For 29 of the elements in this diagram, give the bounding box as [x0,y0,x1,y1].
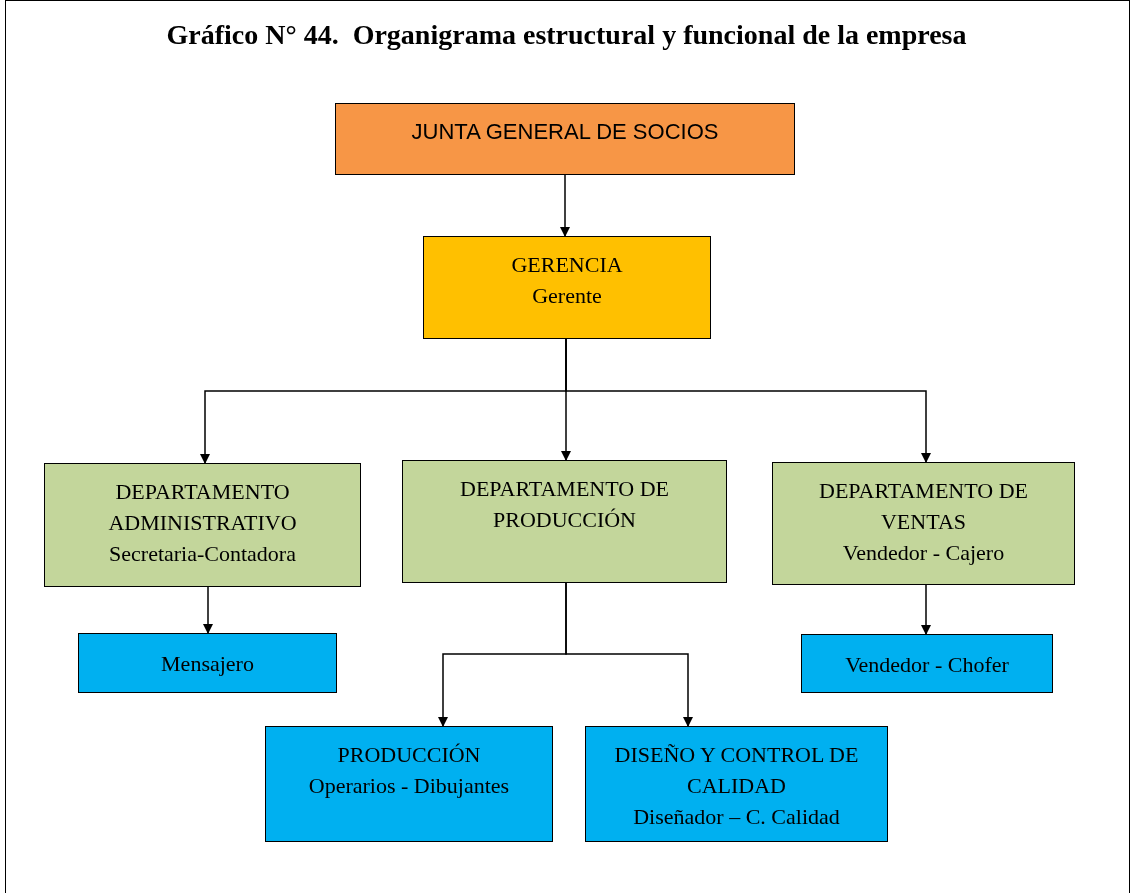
box-title: DISEÑO Y CONTROL DE CALIDAD [613,741,860,800]
box-title: GERENCIA [510,251,624,279]
box-subtitle: Vendedor - Cajero [841,539,1006,567]
box-title: DEPARTAMENTO DE PRODUCCIÓN [459,475,670,534]
box-title: DEPARTAMENTO ADMINISTRATIVO [107,478,298,537]
box-title: JUNTA GENERAL DE SOCIOS [410,118,720,146]
org-box [772,462,1075,585]
connector-arrow [565,338,931,463]
org-box [44,463,361,587]
box-subtitle: Gerente [531,282,603,310]
box-title: Mensajero [160,650,255,678]
diagram-title: Gráfico N° 44. Organigrama estructural y funcional de la empresa [165,18,968,52]
connector-arrow [921,584,931,635]
connector-arrow [560,174,570,237]
box-subtitle: Diseñador – C. Calidad [632,803,841,831]
box-title: DEPARTAMENTO DE VENTAS [818,477,1029,536]
org-box [335,103,795,175]
box-title: Vendedor - Chofer [844,651,1010,679]
org-box [78,633,337,693]
box-subtitle: Secretaria-Contadora [108,540,297,568]
org-box [585,726,888,842]
box-title: PRODUCCIÓN [336,741,482,769]
org-box [801,634,1053,693]
org-box [423,236,711,339]
org-box [402,460,727,583]
connector-arrow [203,586,213,634]
connector-arrow [565,582,693,727]
box-subtitle: Operarios - Dibujantes [307,772,511,800]
org-box [265,726,553,842]
